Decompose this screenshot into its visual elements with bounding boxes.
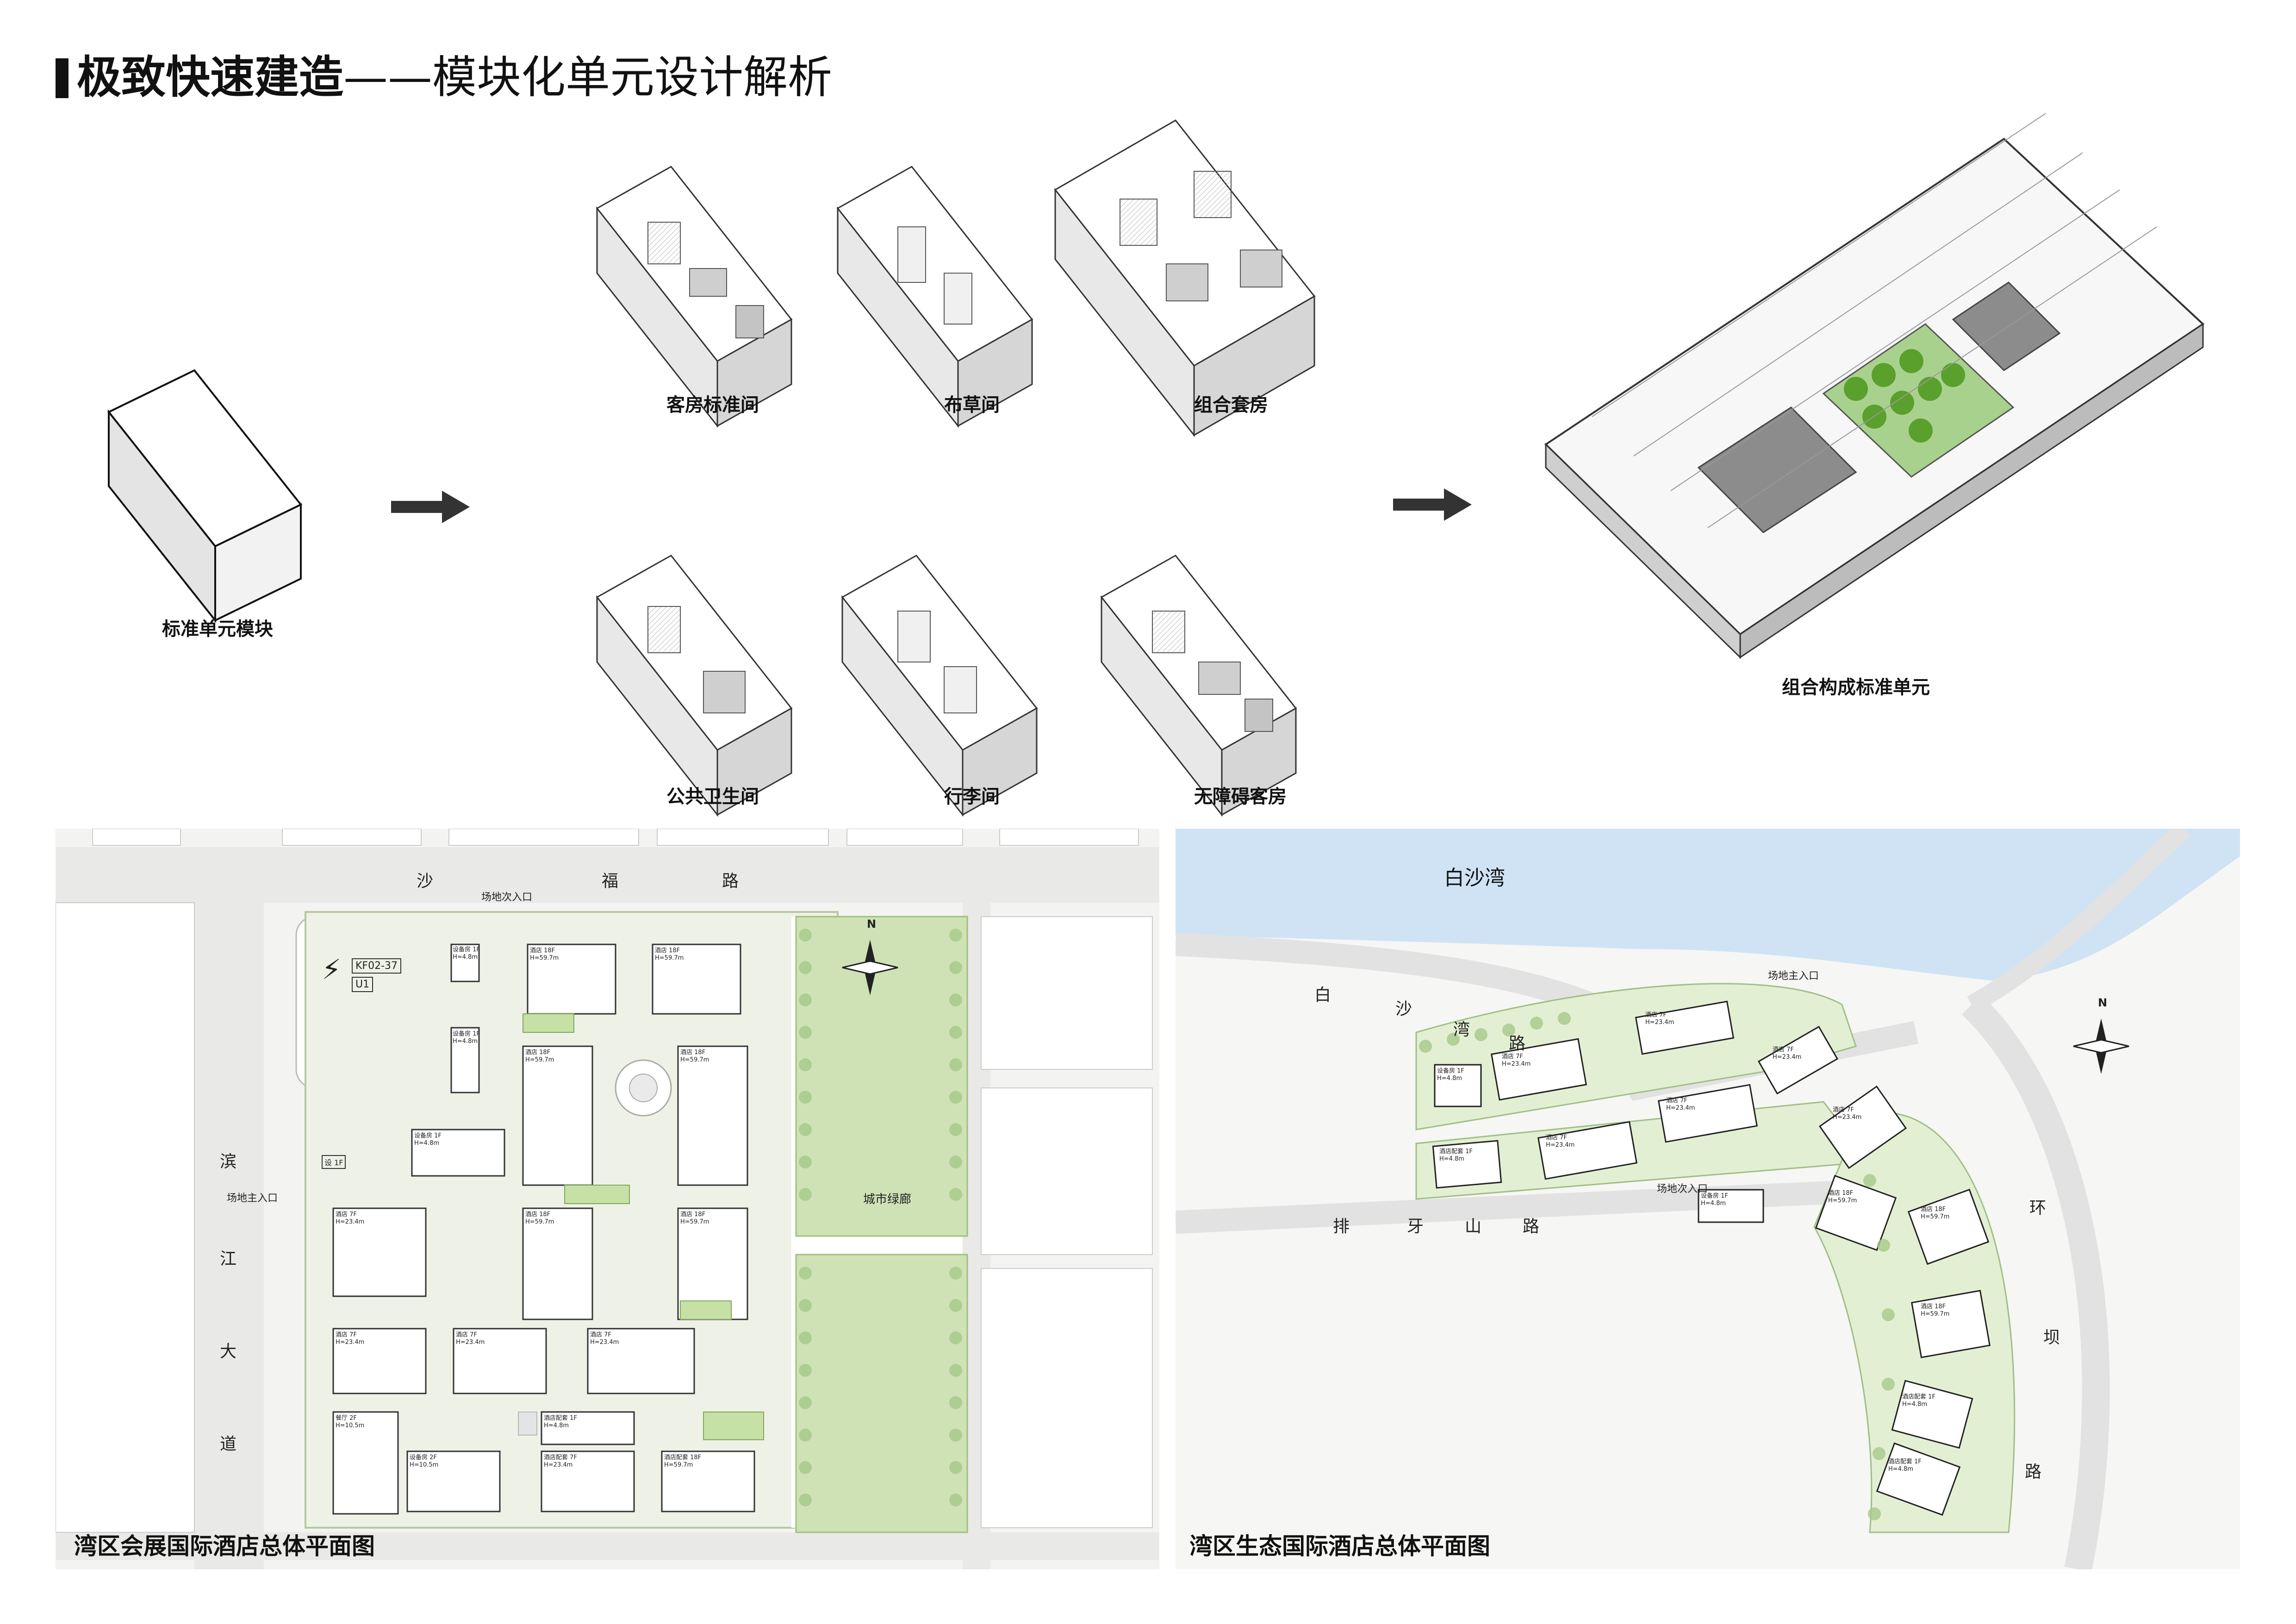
road-label-binjiang: 滨 bbox=[220, 1152, 237, 1171]
module-diagram bbox=[107, 113, 2205, 817]
road-label-binjiang: 江 bbox=[220, 1249, 237, 1268]
entrance-secondary: 场地次入口 bbox=[481, 892, 533, 903]
road-label-baishawan: 白 bbox=[1314, 986, 1332, 1005]
road-label-shafu: 沙 bbox=[417, 872, 434, 891]
unit-label-luggage-room: 行李间 bbox=[944, 786, 1000, 807]
road-label-paiyashan: 排 bbox=[1333, 1217, 1350, 1236]
unit-label-public-toilet: 公共卫生间 bbox=[666, 786, 759, 807]
site-plan-left-drawing bbox=[56, 829, 1159, 1569]
small-tag: 设 1F bbox=[322, 1155, 346, 1169]
combined-unit-drawing bbox=[1544, 113, 2205, 659]
page-title: 极致快速建造——模块化单元设计解析 bbox=[77, 52, 832, 103]
substation-unit: U1 bbox=[352, 977, 373, 992]
unit-drawing-guest-room bbox=[596, 166, 793, 428]
unit-label-guest-room: 客房标准间 bbox=[666, 394, 759, 416]
green-corridor-label: 城市绿廊 bbox=[863, 1193, 912, 1206]
entrance-secondary: 场地次入口 bbox=[1657, 1183, 1708, 1195]
road-label-binjiang: 道 bbox=[220, 1435, 237, 1454]
road-label-huanba: 环 bbox=[2029, 1199, 2047, 1218]
entrance-main: 场地主入口 bbox=[227, 1193, 278, 1204]
arrow-right-icon bbox=[391, 491, 470, 523]
road-label-shafu: 福 bbox=[602, 872, 619, 891]
substation-code: KF02-37 bbox=[352, 958, 402, 974]
base-module-label: 标准单元模块 bbox=[162, 618, 273, 640]
road-label-baishawan: 沙 bbox=[1395, 999, 1412, 1018]
road-label-baishawan: 湾 bbox=[1453, 1020, 1470, 1039]
unit-drawing-accessible-room bbox=[1100, 555, 1297, 817]
page-title-rest: ——模块化单元设计解析 bbox=[343, 51, 832, 103]
bay-label: 白沙湾 bbox=[1444, 866, 1505, 890]
site-plan-right-drawing bbox=[1176, 829, 2240, 1569]
unit-drawing-linen-room bbox=[836, 166, 1033, 428]
site-plan-left-caption: 湾区会展国际酒店总体平面图 bbox=[74, 1533, 375, 1560]
arrow-right-icon bbox=[1393, 488, 1472, 521]
unit-drawing-luggage-room bbox=[841, 555, 1038, 817]
north-label: N bbox=[867, 918, 877, 931]
north-label: N bbox=[2098, 996, 2108, 1009]
site-plan-eco-hotel: 白沙湾 白 沙 湾 路 排 牙 山 路 环 坝 路 场地主入口 场地次入口 N … bbox=[1176, 829, 2240, 1569]
base-module-block bbox=[107, 369, 303, 623]
site-plan-right-caption: 湾区生态国际酒店总体平面图 bbox=[1189, 1533, 1490, 1560]
road-label-paiyashan: 牙 bbox=[1407, 1217, 1424, 1236]
road-label-shafu: 路 bbox=[722, 872, 739, 891]
page-title-bold: 极致快速建造 bbox=[77, 51, 343, 103]
entrance-main: 场地主入口 bbox=[1768, 970, 1819, 982]
power-icon: ⚡ bbox=[322, 954, 342, 986]
combined-unit-label: 组合构成标准单元 bbox=[1782, 677, 1930, 698]
road-label-paiyashan: 路 bbox=[1523, 1217, 1540, 1236]
road-label-baishawan: 路 bbox=[1509, 1034, 1526, 1053]
unit-drawing-combined-suite bbox=[1054, 119, 1316, 437]
road-label-binjiang: 大 bbox=[220, 1342, 237, 1361]
unit-label-accessible-room: 无障碍客房 bbox=[1194, 786, 1287, 807]
road-label-huanba: 坝 bbox=[2043, 1328, 2060, 1347]
unit-label-combined-suite: 组合套房 bbox=[1194, 394, 1268, 416]
unit-drawing-public-toilet bbox=[596, 555, 793, 817]
title-marker bbox=[56, 58, 68, 98]
road-label-paiyashan: 山 bbox=[1465, 1217, 1482, 1236]
site-plan-convention-hotel: ⚡ KF02-37 U1 设 1F 沙 福 路 滨 江 大 道 场地次入口 场地… bbox=[56, 829, 1159, 1569]
road-label-huanba: 路 bbox=[2025, 1462, 2042, 1481]
unit-label-linen-room: 布草间 bbox=[944, 394, 1000, 416]
